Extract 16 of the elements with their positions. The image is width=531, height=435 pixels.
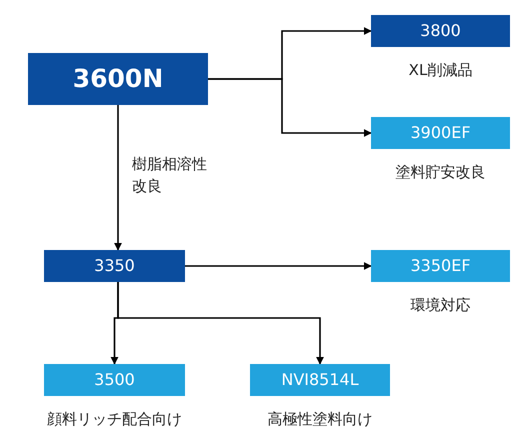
node-label: 塗料貯安改良 — [394, 162, 486, 183]
arrow — [117, 282, 324, 365]
product-box: 3800 — [371, 15, 510, 47]
node-label: 環境対応 — [410, 295, 472, 316]
product-box: 3900EF — [371, 117, 510, 149]
product-box: 3350 — [44, 250, 185, 282]
node-label: 顔料リッチ配合向け — [46, 409, 183, 430]
arrow — [114, 105, 122, 251]
product-box: 3600N — [28, 53, 208, 105]
node-label: XL削減品 — [408, 60, 474, 81]
arrow — [185, 262, 372, 270]
product-box: 3500 — [44, 364, 185, 396]
product-box: 3350EF — [371, 250, 510, 282]
arrow — [208, 78, 372, 137]
node-label: 高極性塗料向け — [266, 409, 374, 430]
product-box: NVI8514L — [250, 364, 390, 396]
